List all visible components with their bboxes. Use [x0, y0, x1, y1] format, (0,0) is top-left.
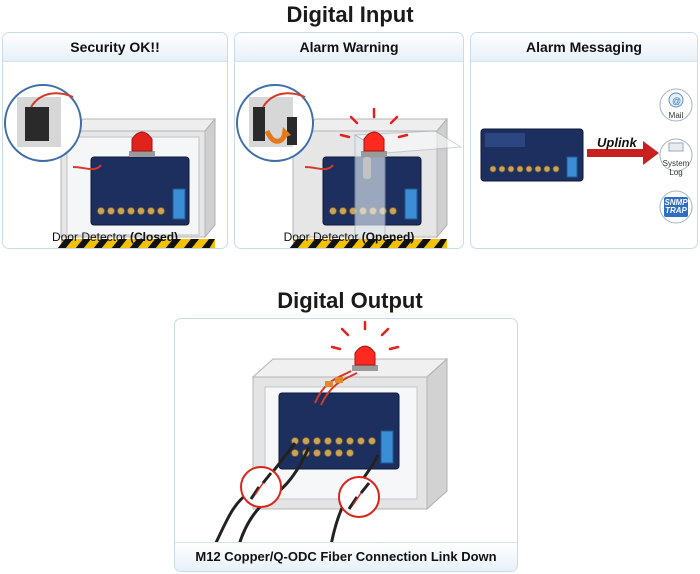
mail-icon: @: [659, 88, 693, 122]
alarm-messaging-panel: Alarm Messaging @ Uplink Mail System Lo: [470, 32, 698, 249]
caption-state: (Opened): [361, 230, 415, 244]
closed-door-illustration: [4, 84, 217, 248]
alarm-messaging-illustration: @: [480, 88, 693, 224]
caption-text: Door Detector: [51, 230, 127, 244]
digital-input-title: Digital Input: [286, 2, 414, 27]
opened-door-illustration: [236, 84, 463, 248]
alarm-beacon-on-icon: [330, 320, 400, 371]
system-log-icon: [659, 138, 693, 172]
mail-icon-label: Mail: [668, 111, 684, 120]
output-caption: M12 Copper/Q-ODC Fiber Connection Link D…: [175, 542, 517, 571]
door-detector-caption: Door Detector (Opened): [235, 230, 463, 244]
security-ok-panel: Security OK!!: [2, 32, 228, 249]
uplink-label: Uplink: [597, 135, 637, 150]
digital-output-panel: M12 Copper/Q-ODC Fiber Connection Link D…: [174, 318, 518, 572]
snmp-trap-icon-label: SNMP TRAP: [664, 198, 688, 215]
door-detector-caption: Door Detector (Closed): [3, 230, 227, 244]
open-arrow-icon: [281, 127, 291, 139]
digital-output-illustration: [213, 320, 449, 545]
door-sensor-closed: [25, 107, 39, 141]
alarm-warning-panel: Alarm Warning: [234, 32, 464, 249]
alarm-beacon-on-icon: [339, 107, 409, 157]
caption-text: Door Detector: [283, 230, 359, 244]
snmp-trap-icon: [659, 190, 693, 224]
link-down-marker-left: [240, 466, 282, 508]
digital-output-title: Digital Output: [277, 288, 423, 313]
uplink-arrow-icon: [643, 141, 659, 165]
link-down-marker-right: [338, 476, 380, 518]
panel-title: Alarm Warning: [235, 33, 463, 62]
caption-state: (Closed): [130, 230, 179, 244]
panel-title: Alarm Messaging: [471, 33, 697, 62]
system-log-icon-label: System Log: [662, 159, 690, 177]
svg-text:@: @: [672, 96, 681, 106]
alarm-beacon-off-icon: [129, 131, 155, 157]
door-sensor-opened: [253, 107, 265, 141]
panel-title: Security OK!!: [3, 33, 227, 62]
